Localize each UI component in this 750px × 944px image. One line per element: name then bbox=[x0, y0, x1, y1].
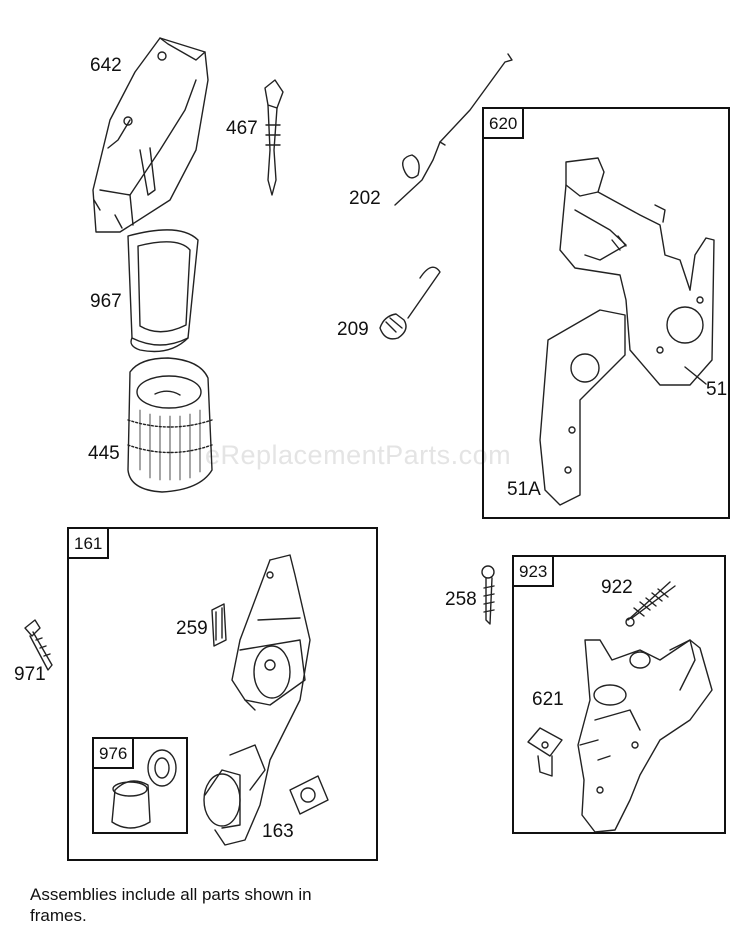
gasket-163 bbox=[289, 775, 329, 815]
bracket-621 bbox=[527, 727, 563, 777]
air-filter-445 bbox=[127, 357, 213, 493]
watermark: eReplacementParts.com bbox=[205, 440, 512, 470]
assembly-note: Assemblies include all parts shown in fr… bbox=[30, 885, 312, 925]
part-label-642: 642 bbox=[90, 55, 122, 76]
control-bracket-620 bbox=[539, 157, 715, 506]
frame-161-tag: 161 bbox=[67, 527, 110, 559]
frame-620: 620 bbox=[482, 107, 730, 519]
screw-258 bbox=[481, 565, 495, 625]
part-label-258: 258 bbox=[445, 589, 477, 610]
part-label-922: 922 bbox=[601, 577, 633, 598]
part-label-51a: 51A bbox=[507, 479, 541, 500]
part-label-259: 259 bbox=[176, 618, 208, 639]
frame-976: 976 bbox=[92, 737, 188, 834]
float-kit-976 bbox=[111, 749, 177, 829]
part-label-202: 202 bbox=[349, 188, 381, 209]
frame-976-tag: 976 bbox=[92, 737, 135, 769]
carburetor-assembly-161 bbox=[203, 554, 311, 846]
air-cleaner-cover-642 bbox=[92, 37, 209, 233]
control-assembly-923 bbox=[577, 639, 713, 833]
part-label-621: 621 bbox=[532, 689, 564, 710]
screw-971 bbox=[24, 619, 53, 671]
governor-link-202 bbox=[394, 53, 513, 206]
part-label-445: 445 bbox=[88, 443, 120, 464]
part-label-209: 209 bbox=[337, 319, 369, 340]
fastener-467 bbox=[264, 79, 284, 196]
frame-161: 161 bbox=[67, 527, 378, 861]
spring-922 bbox=[625, 581, 676, 627]
part-label-467: 467 bbox=[226, 118, 258, 139]
part-label-971: 971 bbox=[14, 664, 46, 685]
pre-cleaner-967 bbox=[127, 229, 199, 353]
part-label-51: 51 bbox=[706, 379, 728, 400]
part-label-967: 967 bbox=[90, 291, 122, 312]
frame-620-tag: 620 bbox=[482, 107, 525, 139]
clip-259 bbox=[211, 603, 227, 647]
part-label-163: 163 bbox=[262, 821, 294, 842]
governor-spring-209 bbox=[379, 266, 441, 340]
frame-923-tag: 923 bbox=[512, 555, 555, 587]
frame-923: 923 bbox=[512, 555, 726, 834]
